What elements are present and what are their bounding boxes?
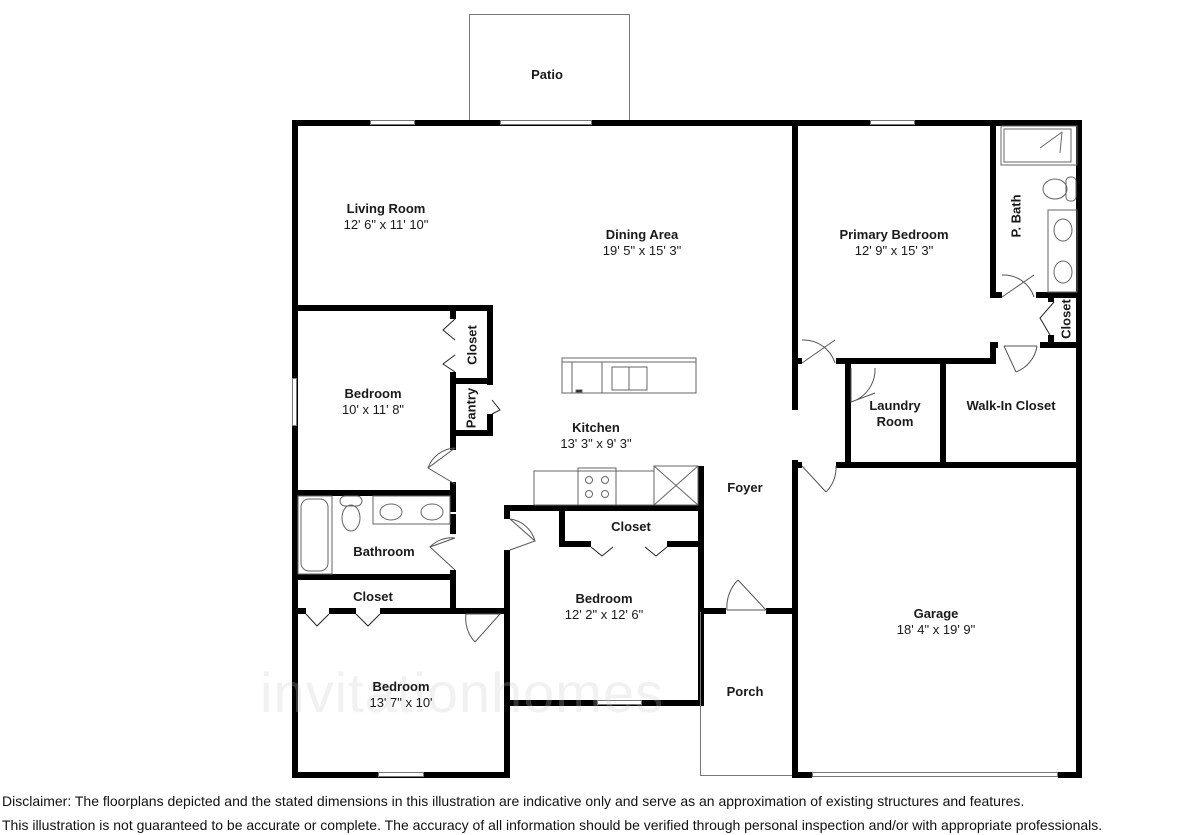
- disclaimer-line-1: Disclaimer: The floorplans depicted and …: [2, 793, 1025, 809]
- wall-bottom-garage-left: [792, 772, 812, 778]
- room-label-primary-bedroom: Primary Bedroom 12' 9" x 15' 3": [839, 227, 949, 258]
- wall: [667, 541, 704, 547]
- room-label-laundry-room: Laundry Room: [869, 398, 921, 429]
- wall: [292, 574, 456, 580]
- wall-right: [1076, 120, 1082, 778]
- wall: [990, 120, 996, 298]
- wall: [292, 490, 456, 496]
- room-label-hall-closet: Closet: [353, 589, 393, 604]
- window: [378, 772, 424, 777]
- room-label-porch: Porch: [726, 684, 764, 699]
- wall: [450, 311, 456, 319]
- wall: [836, 358, 996, 364]
- bifold-door-icon: [305, 301, 1055, 627]
- room-label-p-bath: P. Bath: [1008, 194, 1024, 238]
- garage-door[interactable]: [812, 772, 1058, 777]
- room-label-garage: Garage 18' 4" x 19' 9": [896, 606, 976, 637]
- wall: [766, 608, 796, 614]
- wall: [450, 430, 492, 436]
- wall: [504, 608, 510, 778]
- wall: [990, 292, 1002, 298]
- wall: [990, 342, 996, 364]
- room-label-patio: Patio: [531, 67, 563, 82]
- wall: [450, 372, 456, 450]
- room-label-pantry: Pantry: [463, 387, 479, 429]
- room-label-bedroom-3: Bedroom 13' 7" x 10': [369, 679, 433, 710]
- room-label-bathroom: Bathroom: [353, 544, 415, 559]
- wall: [504, 550, 510, 614]
- wall: [559, 541, 591, 547]
- porch-outline: [700, 612, 794, 776]
- wall: [1048, 292, 1054, 302]
- room-label-living-room: Living Room 12' 6" x 11' 10": [343, 201, 429, 232]
- wall: [836, 462, 1082, 468]
- room-label-primary-closet: Closet: [1058, 299, 1074, 339]
- wall: [698, 466, 704, 706]
- wall: [1036, 292, 1082, 298]
- wall-bottom-garage-right: [1058, 772, 1082, 778]
- wall-top: [292, 120, 1082, 126]
- wall-left: [292, 120, 298, 778]
- wall: [1048, 335, 1054, 345]
- wall: [990, 342, 998, 348]
- wall: [559, 505, 565, 547]
- refrigerator-icon: [653, 465, 699, 506]
- sliding-door[interactable]: [500, 120, 592, 125]
- window: [370, 120, 415, 125]
- wall: [450, 570, 456, 612]
- shower-icon: [1000, 125, 1078, 166]
- wall: [698, 608, 726, 614]
- wall: [450, 514, 456, 534]
- wall: [380, 608, 510, 614]
- window: [870, 120, 915, 125]
- wall: [845, 362, 851, 468]
- double-sink-icon: [372, 495, 451, 525]
- room-label-bedroom-1-closet: Closet: [464, 325, 480, 365]
- room-label-walk-in-closet: Walk-In Closet: [966, 398, 1056, 413]
- room-label-dining-area: Dining Area 19' 5" x 15' 3": [602, 227, 682, 258]
- room-label-bedroom-2-closet: Closet: [611, 519, 651, 534]
- wall: [504, 505, 510, 519]
- wall: [940, 362, 946, 468]
- toilet-icon: [339, 495, 363, 532]
- window: [597, 700, 642, 705]
- watermark: invitationhomes: [260, 661, 665, 724]
- wall: [1040, 342, 1082, 348]
- double-sink-icon: [1047, 209, 1078, 293]
- toilet-icon: [1042, 176, 1077, 202]
- wall: [792, 462, 802, 468]
- wall: [292, 305, 492, 311]
- wall: [792, 358, 802, 364]
- kitchen-island-icon: [561, 357, 697, 394]
- room-label-bedroom-1: Bedroom 10' x 11' 8": [341, 386, 405, 417]
- wall: [450, 378, 492, 384]
- door-icon: [427, 274, 1038, 643]
- wall: [792, 460, 798, 778]
- wall: [292, 608, 306, 614]
- window: [292, 378, 297, 426]
- wall: [487, 414, 493, 436]
- wall: [450, 482, 456, 512]
- wall: [792, 120, 798, 410]
- room-label-kitchen: Kitchen 13' 3" x 9' 3": [560, 420, 632, 451]
- bathtub-icon: [297, 495, 333, 575]
- room-label-foyer: Foyer: [727, 480, 763, 495]
- wall: [487, 305, 493, 385]
- wall: [329, 608, 356, 614]
- disclaimer-line-2: This illustration is not guaranteed to b…: [2, 817, 1103, 833]
- room-label-bedroom-2: Bedroom 12' 2" x 12' 6": [564, 591, 644, 622]
- wall: [504, 505, 704, 511]
- stove-icon: [533, 467, 655, 506]
